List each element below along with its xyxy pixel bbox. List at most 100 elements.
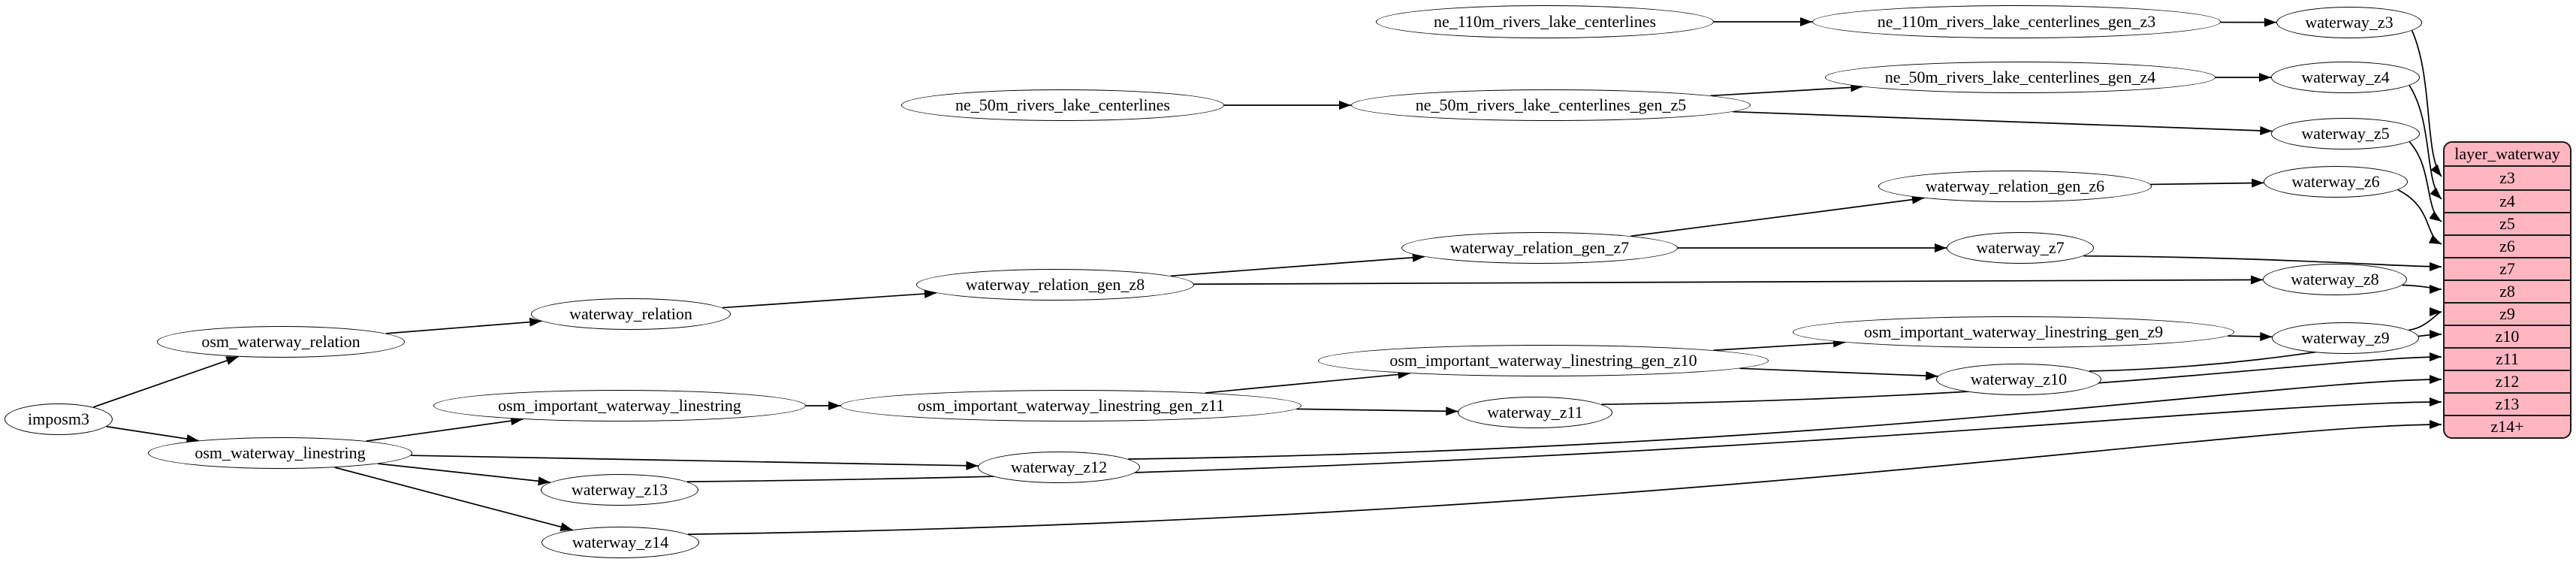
table-row-z13: z13 [2445,392,2570,415]
node-waterway_z10: waterway_z10 [1936,364,2101,395]
edge-osm_waterway_linestring-to-waterway_z13 [378,463,550,486]
edge-waterway_z5-to-layer_waterway-z5 [2409,141,2442,222]
edge-osm_waterway_linestring-to-waterway_z12 [410,455,979,470]
edge-waterway_z8-to-layer_waterway-z8 [2402,284,2442,294]
edge-waterway_z3-to-layer_waterway-z3 [2411,30,2442,177]
edge-waterway_relation_gen_z8-to-waterway_z8 [1193,275,2264,286]
edge-osm_waterway_linestring-to-osm_important_waterway_linestring [366,416,523,442]
node-osm_waterway_linestring: osm_waterway_linestring [148,437,412,469]
edge-osm_waterway_linestring-to-waterway_z14 [334,467,573,532]
edge-osm_important_waterway_linestring_gen_z9-to-waterway_z9 [2227,331,2273,341]
node-ne_50m_rivers_lake_centerlines: ne_50m_rivers_lake_centerlines [901,89,1224,121]
edge-waterway_z9-to-layer_waterway-z9 [2409,307,2442,331]
table-row-z4: z4 [2445,189,2570,212]
node-ne_50m_rivers_lake_centerlines_gen_z4: ne_50m_rivers_lake_centerlines_gen_z4 [1825,62,2216,93]
node-imposm3: imposm3 [5,403,113,435]
edge-ne_50m_rivers_lake_centerlines_gen_z5-to-waterway_z5 [1733,110,2273,135]
table-row-z12: z12 [2445,370,2570,392]
node-label: waterway_z11 [1487,403,1583,421]
node-waterway_z7: waterway_z7 [1947,232,2094,264]
table-row-z8: z8 [2445,279,2570,302]
node-label: osm_waterway_relation [201,332,360,351]
edge-waterway_relation_gen_z8-to-waterway_relation_gen_z7 [1170,252,1425,277]
node-waterway_relation_gen_z6: waterway_relation_gen_z6 [1878,171,2152,202]
node-osm_waterway_relation: osm_waterway_relation [157,326,405,358]
edge-osm_important_waterway_linestring_gen_z10-to-waterway_z10 [1739,367,1938,381]
node-osm_important_waterway_linestring_gen_z9: osm_important_waterway_linestring_gen_z9 [1793,316,2234,348]
node-waterway_z11: waterway_z11 [1458,397,1612,428]
node-label: waterway_z7 [1976,238,2065,257]
node-label: waterway_z9 [2301,328,2390,347]
node-label: imposm3 [28,409,89,428]
node-osm_important_waterway_linestring_gen_z11: osm_important_waterway_linestring_gen_z1… [840,390,1302,421]
node-label: waterway_relation_gen_z8 [965,275,1145,294]
node-ne_110m_rivers_lake_centerlines: ne_110m_rivers_lake_centerlines [1376,5,1714,38]
node-label: ne_50m_rivers_lake_centerlines [955,95,1170,114]
node-label: ne_50m_rivers_lake_centerlines_gen_z5 [1415,95,1687,114]
node-label: osm_important_waterway_linestring_gen_z1… [1389,351,1697,370]
table-row-z11: z11 [2445,347,2570,370]
node-label: waterway_relation [569,304,692,323]
table-row-z7: z7 [2445,257,2570,279]
node-label: waterway_z3 [2305,13,2394,32]
edge-imposm3-to-osm_waterway_relation [92,355,239,408]
node-ne_110m_rivers_lake_centerlines_gen_z3: ne_110m_rivers_lake_centerlines_gen_z3 [1812,5,2221,38]
node-waterway_z3: waterway_z3 [2276,7,2422,38]
node-label: osm_important_waterway_linestring [498,396,741,415]
node-label: waterway_z6 [2291,172,2380,191]
edge-imposm3-to-osm_waterway_linestring [106,425,199,443]
edge-ne_50m_rivers_lake_centerlines_gen_z5-to-ne_50m_rivers_lake_centerlines_gen_z4 [1710,83,1863,97]
node-label: waterway_relation_gen_z7 [1449,238,1630,257]
node-osm_important_waterway_linestring: osm_important_waterway_linestring [433,390,806,421]
node-label: waterway_relation_gen_z6 [1925,177,2105,195]
table-row-z6: z6 [2445,234,2570,257]
table-row-z5: z5 [2445,212,2570,234]
node-label: osm_waterway_linestring [195,443,366,462]
node-label: waterway_z12 [1010,458,1108,476]
node-label: osm_important_waterway_linestring_gen_z1… [917,396,1225,415]
edge-waterway_z12-to-layer_waterway-z12 [1128,375,2442,460]
node-waterway_relation_gen_z8: waterway_relation_gen_z8 [916,269,1194,301]
table-row-z3: z3 [2499,168,2515,187]
node-waterway_z5: waterway_z5 [2271,118,2420,150]
node-waterway_z6: waterway_z6 [2264,166,2408,198]
node-waterway_relation: waterway_relation [531,298,731,330]
node-label: waterway_z4 [2301,68,2390,86]
node-waterway_z8: waterway_z8 [2263,264,2407,295]
edge-waterway_z4-to-layer_waterway-z4 [2409,85,2442,200]
edge-waterway_relation_gen_z7-to-waterway_relation_gen_z6 [1630,195,1925,237]
edge-osm_waterway_relation-to-waterway_relation [385,317,542,334]
edge-osm_important_waterway_linestring_gen_z10-to-osm_important_waterway_linestring_gen_z9 [1713,338,1846,352]
edge-waterway_z11-to-layer_waterway-z11 [1601,352,2442,406]
node-label: waterway_z10 [1970,370,2068,388]
edge-waterway_z7-to-layer_waterway-z7 [2083,255,2442,271]
node-waterway_relation_gen_z7: waterway_relation_gen_z7 [1401,232,1678,264]
node-label: waterway_z13 [571,480,668,499]
node-ne_50m_rivers_lake_centerlines_gen_z5: ne_50m_rivers_lake_centerlines_gen_z5 [1351,89,1751,121]
edge-waterway_relation-to-waterway_relation_gen_z8 [722,289,937,309]
node-label: ne_50m_rivers_lake_centerlines_gen_z4 [1884,68,2156,86]
node-label: ne_110m_rivers_lake_centerlines_gen_z3 [1877,12,2156,31]
table-row-z9: z9 [2445,302,2570,325]
node-label: osm_important_waterway_linestring_gen_z9 [1863,322,2164,341]
edge-waterway_z6-to-layer_waterway-z6 [2397,189,2442,245]
node-label: ne_110m_rivers_lake_centerlines [1433,12,1657,31]
node-waterway_z4: waterway_z4 [2271,62,2420,93]
edge-waterway_relation_gen_z6-to-waterway_z6 [2150,178,2264,188]
edge-osm_important_waterway_linestring_gen_z11-to-waterway_z11 [1296,406,1458,416]
node-waterway_z12: waterway_z12 [978,452,1140,483]
table-row-z10: z10 [2445,325,2570,347]
node-waterway_z13: waterway_z13 [541,474,698,506]
table-row-z14+: z14+ [2445,415,2570,437]
node-osm_important_waterway_linestring_gen_z10: osm_important_waterway_linestring_gen_z1… [1318,345,1769,376]
node-label: waterway_z14 [572,533,669,551]
node-label: waterway_z5 [2301,124,2390,143]
edge-waterway_z14-to-layer_waterway-z14+ [687,420,2442,535]
edge-osm_important_waterway_linestring_gen_z11-to-osm_important_waterway_linestring_gen_z10 [1205,370,1410,394]
node-waterway_z14: waterway_z14 [541,527,699,558]
table-header: layer_waterway [2445,143,2570,167]
node-waterway_z9: waterway_z9 [2272,322,2419,354]
